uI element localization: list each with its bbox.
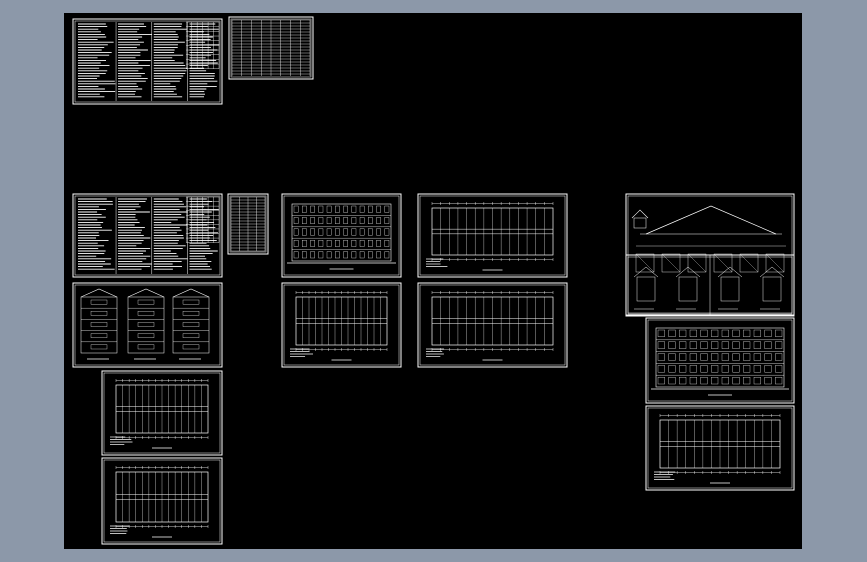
- sheet-elevation-2: [645, 317, 795, 404]
- sheet-table-a2: [228, 16, 314, 80]
- sheet-detail-grid-1: [625, 254, 795, 316]
- sheet-plan-1: [417, 193, 568, 278]
- sheet-plan-6: [645, 405, 795, 491]
- sheet-plan-5: [101, 457, 223, 545]
- sheet-plan-4: [101, 370, 223, 456]
- sheet-plan-2: [281, 282, 402, 368]
- sheet-elevation-1: [281, 193, 402, 278]
- sheet-section-details: [72, 282, 223, 368]
- cad-drawing: [72, 16, 795, 545]
- drawing-canvas[interactable]: [64, 13, 802, 549]
- sheet-table-b1: [72, 193, 223, 278]
- sheet-table-b2: [227, 193, 269, 255]
- sheet-table-a1: [72, 18, 223, 105]
- sheet-plan-3: [417, 282, 568, 368]
